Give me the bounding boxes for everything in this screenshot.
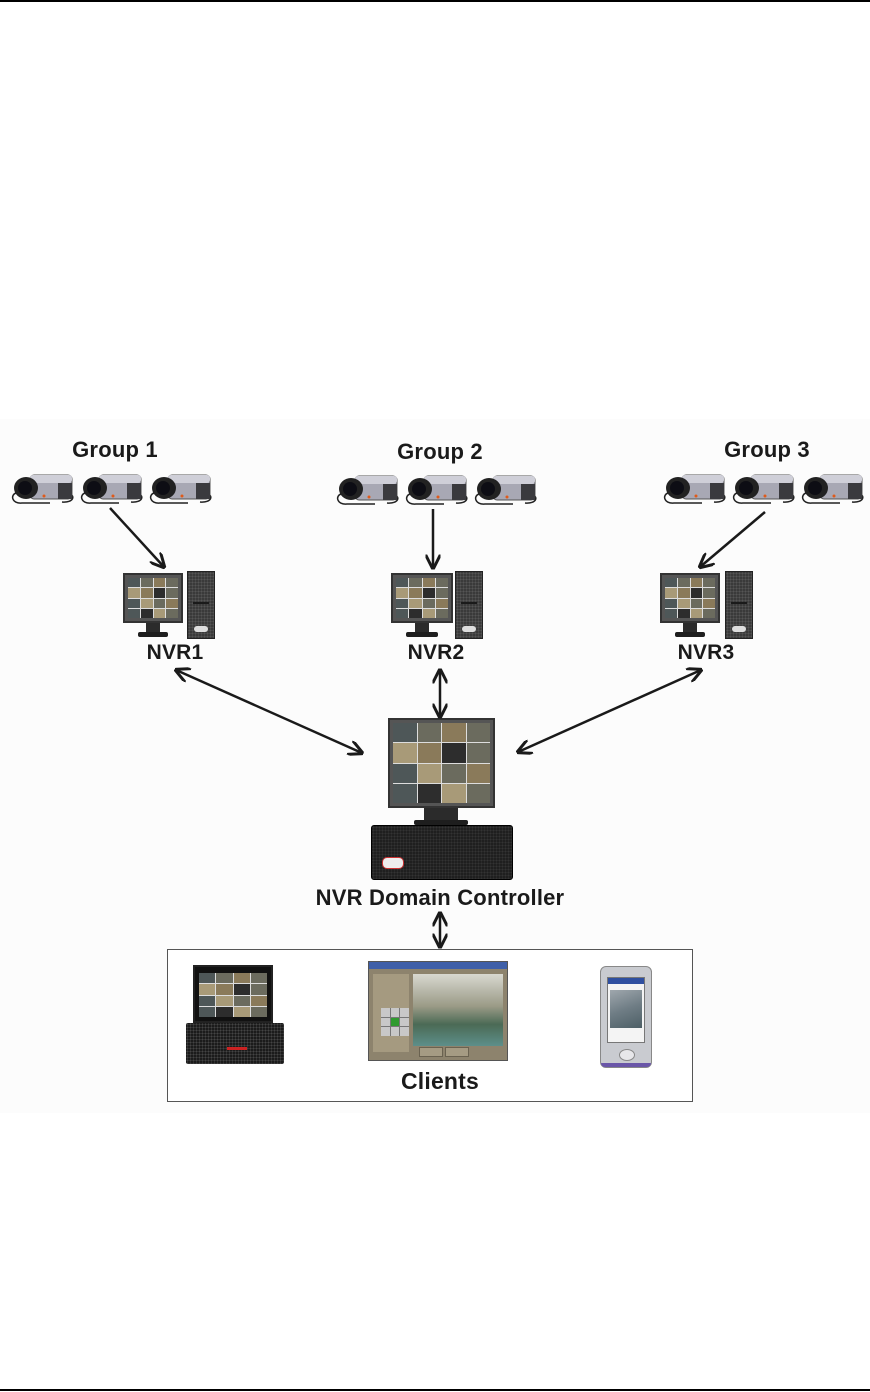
monitor-icon: [391, 573, 453, 623]
client-app-window-icon: [368, 961, 508, 1061]
page-top-rule: [0, 0, 870, 2]
pc-tower-icon: [187, 571, 215, 639]
rack-server-icon: [371, 825, 513, 880]
ip-camera-icon: [404, 472, 470, 508]
ip-camera-icon: [800, 471, 866, 507]
domain-controller-label: NVR Domain Controller: [315, 885, 565, 910]
group-1-label: Group 1: [72, 437, 158, 462]
monitor-icon: [123, 573, 183, 623]
group-2-label: Group 2: [397, 439, 483, 464]
nvr2-label: NVR2: [407, 641, 465, 664]
ip-camera-icon: [10, 471, 76, 507]
ip-camera-icon: [148, 471, 214, 507]
pc-tower-icon: [725, 571, 753, 639]
pda-icon: [600, 966, 652, 1068]
laptop-icon: [193, 965, 273, 1023]
clients-label: Clients: [400, 1068, 480, 1094]
pc-tower-icon: [455, 571, 483, 639]
ip-camera-icon: [335, 472, 401, 508]
nvr3-label: NVR3: [677, 641, 735, 664]
group-3-label: Group 3: [724, 437, 810, 462]
ip-camera-icon: [79, 471, 145, 507]
page-bottom-rule: [0, 1389, 870, 1391]
ip-camera-icon: [731, 471, 797, 507]
ip-camera-icon: [473, 472, 539, 508]
monitor-icon: [660, 573, 720, 623]
nvr1-label: NVR1: [146, 641, 204, 664]
monitor-icon: [388, 718, 495, 808]
ip-camera-icon: [662, 471, 728, 507]
